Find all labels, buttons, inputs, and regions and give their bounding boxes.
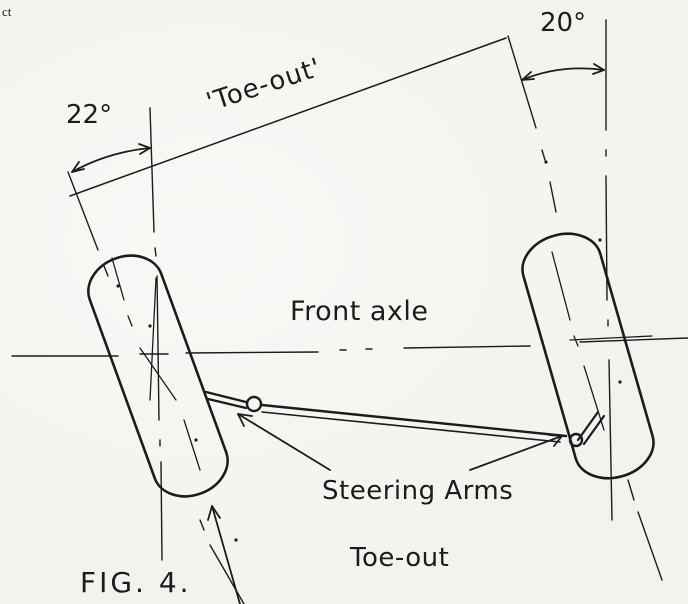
left-vertical-reference: [149, 107, 163, 561]
steering-arms-label: Steering Arms: [322, 476, 514, 506]
steering-arm-pointers: [237, 413, 563, 471]
steering-linkage: [204, 390, 606, 448]
left-angle-arc: [71, 143, 151, 173]
toe-out-label: Toe-out: [350, 543, 450, 573]
right-angle-arc: [521, 63, 605, 81]
left-wheel-plane-line: [67, 171, 245, 604]
right-vertical-reference: [605, 19, 613, 521]
left-angle-label: 22°: [66, 100, 113, 130]
corner-text: ct: [2, 4, 12, 19]
left-ball-joint: [245, 395, 263, 413]
toe-out-arrow: [207, 505, 241, 604]
right-wheel-plane-line: [507, 35, 663, 581]
figure-caption: FIG. 4.: [80, 566, 192, 599]
front-axle-label: Front axle: [290, 296, 429, 327]
left-wheel: [87, 254, 229, 498]
toe-out-dimension-line: [69, 37, 507, 197]
right-angle-label: 20°: [540, 8, 587, 38]
right-wheel: [521, 232, 655, 480]
right-ball-joint: [568, 432, 584, 448]
front-axle-centerline: [11, 337, 688, 357]
construction-dots: [116, 160, 622, 542]
